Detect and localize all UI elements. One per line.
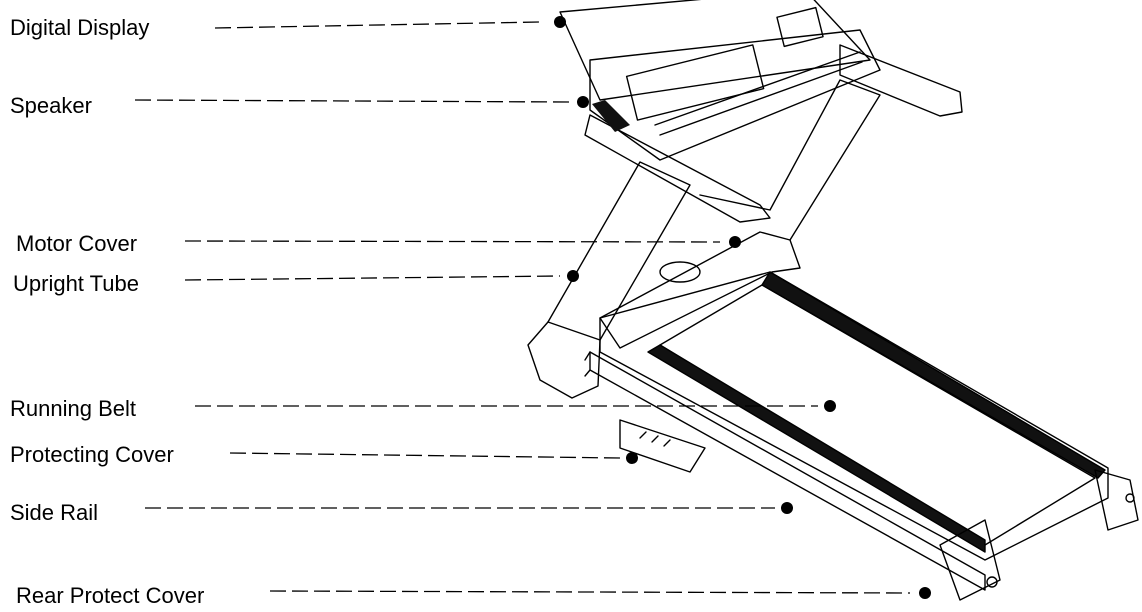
console-body bbox=[589, 29, 881, 161]
label-running-belt: Running Belt bbox=[10, 396, 136, 421]
label-motor-cover: Motor Cover bbox=[16, 231, 138, 256]
callout-dot-upright-tube bbox=[567, 270, 579, 282]
left-belt-edge bbox=[647, 344, 986, 553]
belt-surface bbox=[659, 284, 1096, 546]
protecting-cover-shape bbox=[619, 419, 706, 473]
motor-cover-shape bbox=[599, 231, 801, 349]
label-speaker: Speaker bbox=[10, 93, 92, 118]
label-rear-protect-cover: Rear Protect Cover bbox=[16, 583, 205, 608]
label-protecting-cover: Protecting Cover bbox=[10, 442, 174, 467]
rear-end-cap-right bbox=[1094, 469, 1139, 531]
callout-dot-digital-display bbox=[554, 16, 566, 28]
leader-line-rear-protect-cover bbox=[269, 590, 911, 594]
label-side-rail: Side Rail bbox=[10, 500, 99, 525]
left-handlebar bbox=[584, 114, 771, 223]
console-frame bbox=[559, 0, 871, 101]
leader-line-upright-tube bbox=[184, 275, 561, 281]
callout-dot-speaker bbox=[577, 96, 589, 108]
side-rail-shape bbox=[589, 351, 986, 591]
leader-line-protecting-cover bbox=[229, 452, 621, 459]
front-foot bbox=[527, 321, 601, 399]
leader-line-motor-cover bbox=[184, 240, 721, 243]
callout-dot-motor-cover bbox=[729, 236, 741, 248]
leader-lines bbox=[134, 16, 931, 599]
label-upright-tube: Upright Tube bbox=[13, 271, 139, 296]
right-handlebar bbox=[839, 44, 963, 117]
right-belt-edge bbox=[761, 271, 1106, 479]
label-digital-display: Digital Display bbox=[10, 15, 150, 40]
rear-end-cap bbox=[939, 519, 1001, 601]
speaker-grille bbox=[592, 100, 630, 132]
leader-line-speaker bbox=[134, 99, 571, 103]
callout-dot-side-rail bbox=[781, 502, 793, 514]
right-upright bbox=[699, 79, 881, 241]
leader-line-digital-display bbox=[214, 21, 541, 29]
callout-dot-running-belt bbox=[824, 400, 836, 412]
callout-dot-rear-protect-cover bbox=[919, 587, 931, 599]
callout-dot-protecting-cover bbox=[626, 452, 638, 464]
